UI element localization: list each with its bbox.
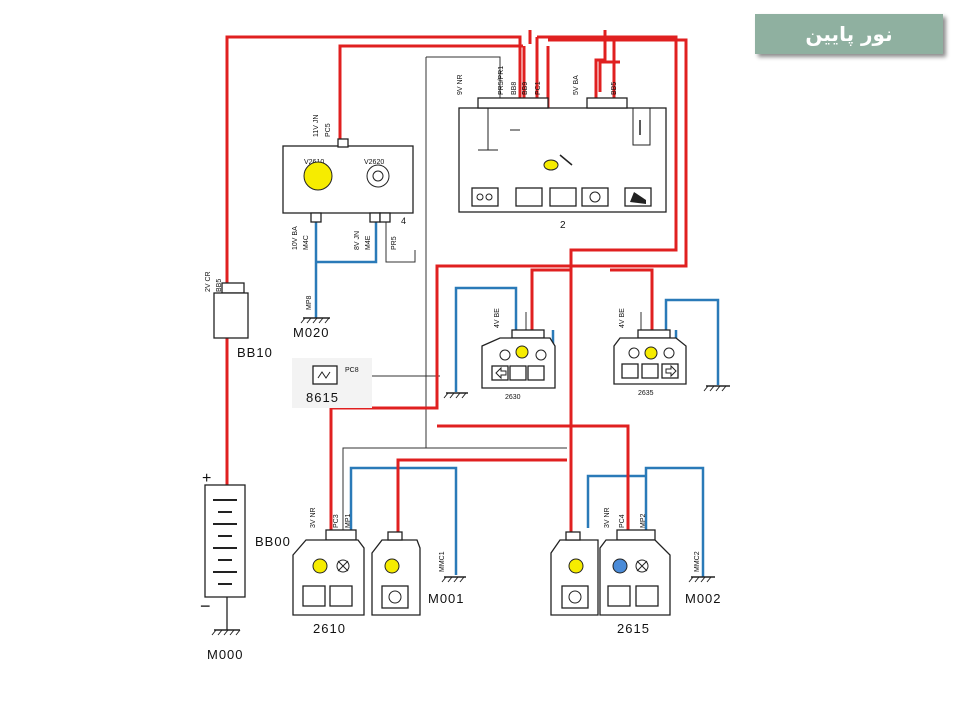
c8615-wire: PC8 [345,367,359,374]
component-8615: PC8 8615 [292,358,372,408]
ground-m020: MP8 M020 [293,296,330,340]
module2-icon-1 [471,187,499,207]
module2-wire-d: PC1 [535,81,542,95]
c2635-label: 2635 [638,390,654,397]
bb10-label: BB10 [237,345,273,360]
module2-pin-a: 9V NR [457,74,464,95]
bb10-box [213,292,249,339]
switch-pin-left: 10V BA [292,226,299,250]
m020-label: M020 [293,325,330,340]
battery-plus: + [202,470,211,487]
c8615-label: 8615 [306,390,339,405]
switch-wire-top: PC5 [325,123,332,137]
module2-icon-2 [515,187,543,207]
connector-2615: 3V NR PC4 MP2 2615 MMC2 M002 [550,507,722,636]
module2-indicator [543,159,559,171]
c2615-wire-c: MMC2 [694,551,701,572]
light-switch-unit: 11V JN PC5 V2610 V2620 10V BA M4C 8V JN … [282,115,414,250]
c2630-pin: 4V BE [494,308,501,328]
m020-wire: MP8 [306,296,313,311]
ground-2635 [703,385,730,392]
switch-pin-top: 11V JN [313,115,320,137]
connector-2635: 4V BE 2635 [613,308,687,397]
battery-bb00: + − BB00 M000 [200,470,291,662]
switch-number: 4 [401,216,406,226]
switch-wire-left: M4C [303,235,310,250]
module2-wire-a: PR5/PR1 [498,66,505,95]
ground-2630 [443,392,468,399]
module2-wire-b: BB8 [511,82,518,95]
lamp-v2620-label: V2620 [364,159,384,166]
switch-pin-right: 8V JN [354,231,361,250]
module2-wire-c: BB9 [522,82,529,95]
module2-icon-3 [549,187,577,207]
battery-label: BB00 [255,534,291,549]
m000-label: M000 [207,647,244,662]
c2615-wire-b: MP2 [640,514,647,529]
bb10-wire: BB5 [216,279,223,292]
slide-title: نور پایین [755,14,943,54]
c8615-box [312,365,338,385]
c2615-wire-a: PC4 [619,514,626,528]
c2610-wire-b: MP1 [345,514,352,529]
connector-2630: 4V BE 2630 [481,308,556,401]
module2-label: 2 [560,220,566,231]
module2-pin-b: 5V BA [573,75,580,95]
c2615-label: 2615 [617,621,650,636]
c2615-pin: 3V NR [604,507,611,528]
c2630-label: 2630 [505,394,521,401]
switch-unit-box [282,145,414,214]
fuse-bb10: 2V CR BB5 BB10 [205,271,273,360]
battery-minus: − [200,596,211,616]
m001-label: M001 [428,591,465,606]
lamp-v2610-icon [303,161,333,191]
c2610-pin: 3V NR [310,507,317,528]
lamp-v2620-icon [366,164,390,188]
battery-box [204,484,246,598]
c2635-pin: 4V BE [619,308,626,328]
bb10-pins: 2V CR [205,271,212,292]
c2610-wire-a: PC3 [333,514,340,528]
switch-wire-right: M4E [365,235,372,250]
module2-icon-4 [581,187,609,207]
connector-2610: 3V NR PC3 MP1 2610 MMC1 M001 [292,507,466,636]
module-2: 9V NR PR5/PR1 BB8 BB9 PC1 5V BA BB5 2 [457,66,667,231]
switch-wire-right2: PR5 [391,236,398,250]
m002-label: M002 [685,591,722,606]
c2610-wire-c: MMC1 [439,551,446,572]
c2610-label: 2610 [313,621,346,636]
module2-wire-e: BB5 [611,82,618,95]
